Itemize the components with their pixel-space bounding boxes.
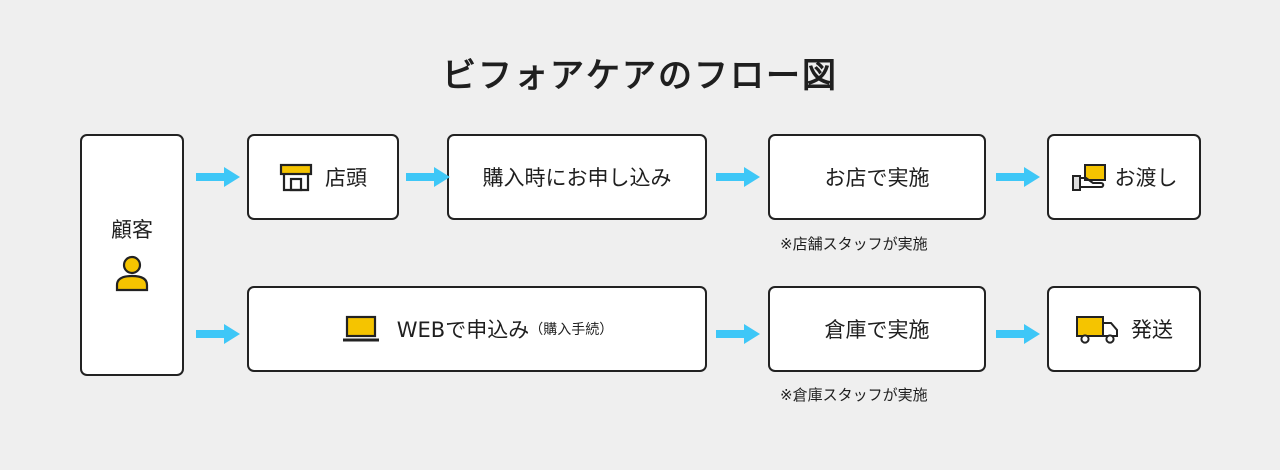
arrow-apply-to-store-service-icon	[716, 167, 760, 187]
customer-label: 顧客	[111, 217, 153, 242]
diagram-title: ビフォアケアのフロー図	[442, 56, 838, 96]
web-apply-node: WEBで申込み （購入手続）	[247, 286, 707, 372]
arrow-store-to-apply-icon	[406, 167, 450, 187]
store-service-label: お店で実施	[824, 166, 930, 190]
web-apply-label: WEBで申込み	[396, 318, 530, 342]
store-staff-note: ※店舗スタッフが実施	[780, 235, 928, 253]
apply-at-purchase-node: 購入時にお申し込み	[447, 134, 707, 220]
person-icon	[114, 254, 150, 297]
arrow-web-to-warehouse-icon	[716, 324, 760, 344]
laptop-icon	[341, 315, 381, 343]
handover-label: お渡し	[1114, 166, 1178, 190]
delivery-truck-icon	[1075, 313, 1119, 345]
arrow-customer-to-store-icon	[196, 167, 240, 187]
store-front-label: 店頭	[325, 166, 367, 190]
shipping-label: 発送	[1131, 318, 1173, 342]
handover-node: お渡し	[1047, 134, 1201, 220]
web-apply-sub-label: （購入手続）	[529, 322, 614, 338]
customer-node: 顧客	[80, 134, 184, 376]
arrow-warehouse-to-shipping-icon	[996, 324, 1040, 344]
warehouse-service-node: 倉庫で実施	[768, 286, 986, 372]
hand-package-icon	[1071, 162, 1109, 192]
arrow-store-service-to-handover-icon	[996, 167, 1040, 187]
apply-at-purchase-label: 購入時にお申し込み	[482, 166, 672, 190]
store-front-node: 店頭	[247, 134, 399, 220]
warehouse-service-label: 倉庫で実施	[824, 318, 930, 342]
arrow-customer-to-web-icon	[196, 324, 240, 344]
shipping-node: 発送	[1047, 286, 1201, 372]
storefront-icon	[279, 162, 313, 192]
store-service-node: お店で実施	[768, 134, 986, 220]
warehouse-staff-note: ※倉庫スタッフが実施	[780, 386, 928, 404]
